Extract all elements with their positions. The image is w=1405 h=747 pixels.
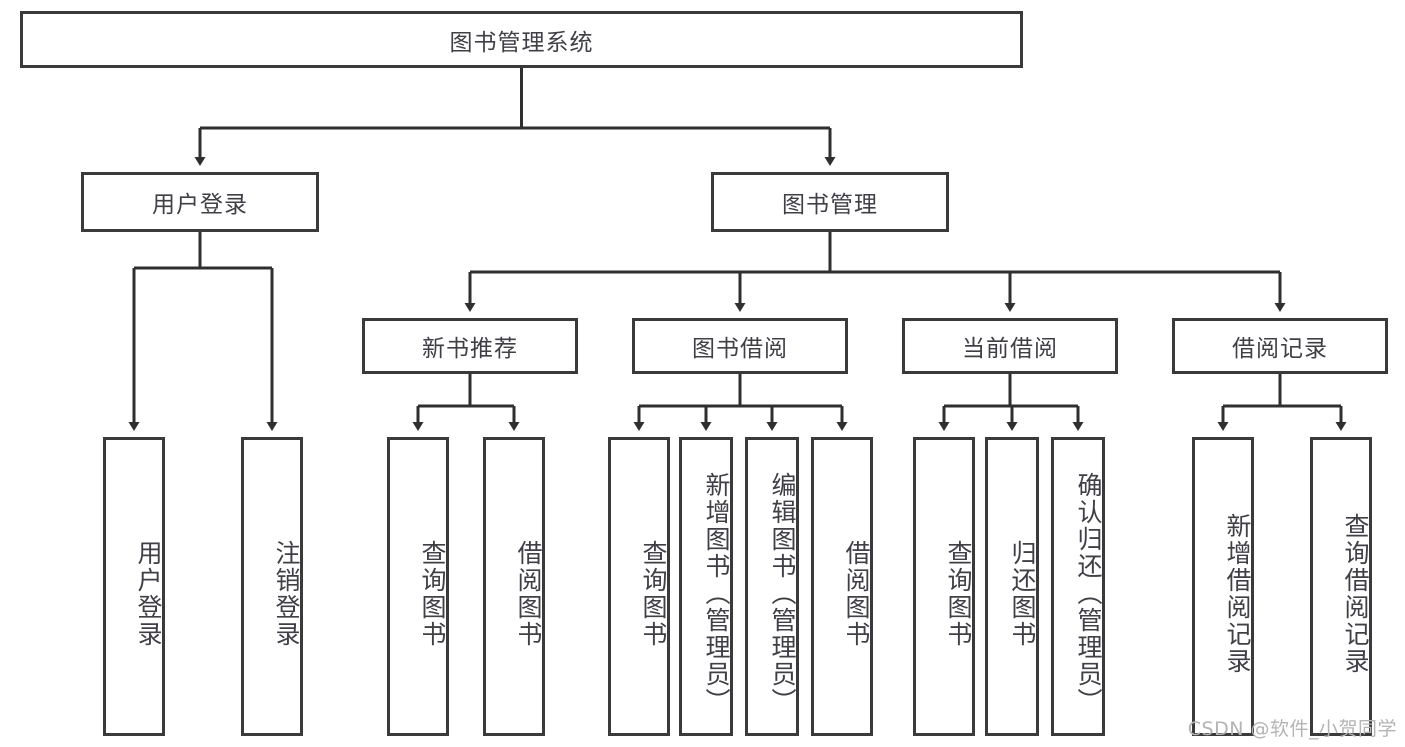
node-leaf-logout-label: 注销登录 xyxy=(272,539,301,648)
node-leaf-add-book[interactable]: 新增图书（管理员） xyxy=(679,437,733,736)
node-leaf-return-book[interactable]: 归还图书 xyxy=(985,437,1039,736)
node-new-book-rec[interactable]: 新书推荐 xyxy=(362,318,578,374)
node-leaf-query-book-borrow[interactable]: 查询图书 xyxy=(608,437,670,736)
node-borrow-record[interactable]: 借阅记录 xyxy=(1172,318,1388,374)
node-leaf-query-record-label: 查询借阅记录 xyxy=(1341,512,1370,675)
node-leaf-borrow-book-rec[interactable]: 借阅图书 xyxy=(483,437,545,736)
node-book-manage-label: 图书管理 xyxy=(782,192,878,218)
node-new-book-rec-label: 新书推荐 xyxy=(422,336,518,362)
node-book-borrow[interactable]: 图书借阅 xyxy=(632,318,848,374)
node-current-borrow-label: 当前借阅 xyxy=(962,336,1058,362)
node-leaf-logout[interactable]: 注销登录 xyxy=(241,437,303,736)
node-leaf-return-book-label: 归还图书 xyxy=(1008,539,1037,648)
node-leaf-add-record-label: 新增借阅记录 xyxy=(1223,512,1252,675)
node-leaf-query-book-rec[interactable]: 查询图书 xyxy=(387,437,449,736)
node-leaf-add-record[interactable]: 新增借阅记录 xyxy=(1192,437,1254,736)
node-book-manage[interactable]: 图书管理 xyxy=(711,172,949,232)
node-leaf-edit-book-label: 编辑图书（管理员） xyxy=(768,472,797,715)
node-borrow-record-label: 借阅记录 xyxy=(1232,336,1328,362)
node-leaf-user-login-label: 用户登录 xyxy=(134,539,163,648)
node-user-login[interactable]: 用户登录 xyxy=(81,172,319,232)
node-current-borrow[interactable]: 当前借阅 xyxy=(902,318,1118,374)
node-user-login-label: 用户登录 xyxy=(152,192,248,218)
node-leaf-confirm-return[interactable]: 确认归还（管理员） xyxy=(1051,437,1105,736)
node-leaf-query-book-cur[interactable]: 查询图书 xyxy=(913,437,975,736)
node-book-borrow-label: 图书借阅 xyxy=(692,336,788,362)
node-leaf-borrow-book-label: 借阅图书 xyxy=(842,539,871,648)
node-leaf-borrow-book-rec-label: 借阅图书 xyxy=(514,539,543,648)
node-root-label: 图书管理系统 xyxy=(449,29,594,56)
node-root[interactable]: 图书管理系统 xyxy=(20,11,1023,68)
node-leaf-query-book-borrow-label: 查询图书 xyxy=(639,539,668,648)
node-leaf-query-book-rec-label: 查询图书 xyxy=(418,539,447,648)
node-leaf-query-record[interactable]: 查询借阅记录 xyxy=(1310,437,1372,736)
node-leaf-confirm-return-label: 确认归还（管理员） xyxy=(1074,472,1103,715)
node-leaf-add-book-label: 新增图书（管理员） xyxy=(702,472,731,715)
node-leaf-user-login[interactable]: 用户登录 xyxy=(103,437,165,736)
node-leaf-query-book-cur-label: 查询图书 xyxy=(944,539,973,648)
node-leaf-borrow-book[interactable]: 借阅图书 xyxy=(811,437,873,736)
node-leaf-edit-book[interactable]: 编辑图书（管理员） xyxy=(745,437,799,736)
csdn-watermark: CSDN @软件_小贺同学 xyxy=(1187,718,1397,740)
